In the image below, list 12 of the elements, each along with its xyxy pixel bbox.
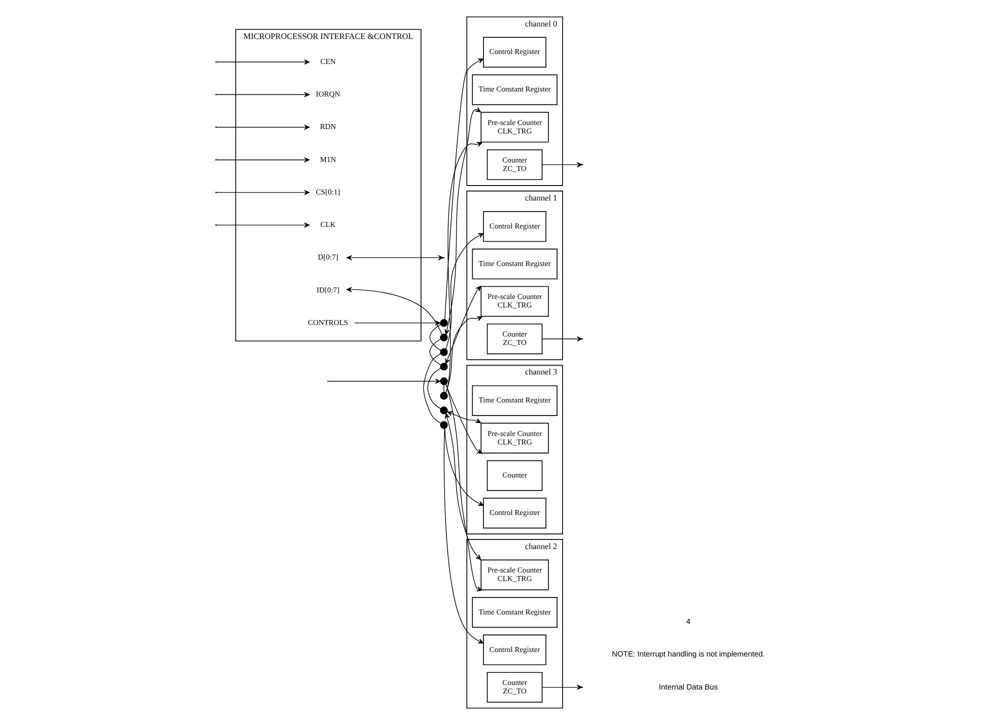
node-text: ID[0:7]: [316, 285, 339, 294]
node-text: CS[0:1]: [315, 187, 340, 196]
node-text: M1N: [319, 154, 336, 164]
node-text: D[0:7]: [317, 252, 338, 262]
node-text: IORQN: [315, 90, 340, 99]
node-text: RDN: [319, 122, 336, 132]
node-text: CLK: [320, 220, 336, 230]
label: Internal Data Bus: [658, 682, 718, 692]
node-text: CONTROLS: [307, 318, 348, 327]
label: NOTE: Interrupt handling is not implemented.: [611, 650, 764, 659]
node-text: CEN: [320, 56, 336, 66]
label: 4: [686, 617, 690, 626]
